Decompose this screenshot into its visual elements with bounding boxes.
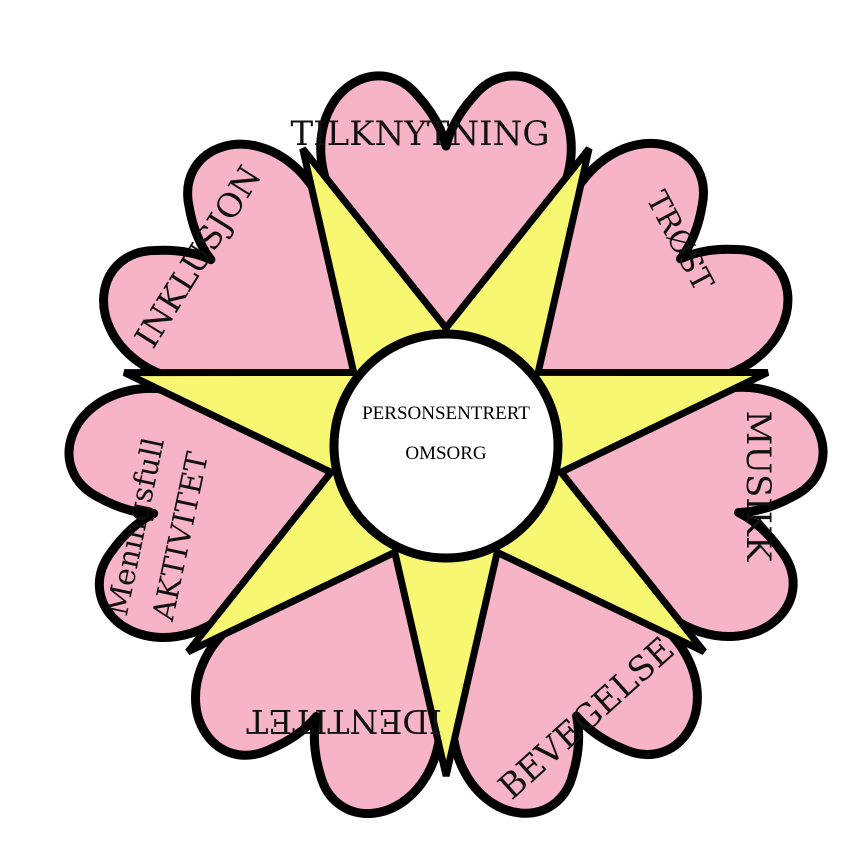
- petal-label-tilknytning: TILKNYTNING: [290, 114, 549, 154]
- center-label-line-1: PERSONSENTRERT: [362, 403, 530, 424]
- center-label-line-2: OMSORG: [405, 443, 487, 464]
- petal-label-musikk-line-1: MUSIKK: [738, 411, 778, 563]
- petal-label-tilknytning-line-1: TILKNYTNING: [290, 114, 549, 154]
- petal-label-musikk: MUSIKK: [738, 411, 778, 563]
- petal-label-identitet-line-1: IDENTITET: [246, 702, 442, 741]
- petal-label-identitet: IDENTITET: [246, 702, 442, 741]
